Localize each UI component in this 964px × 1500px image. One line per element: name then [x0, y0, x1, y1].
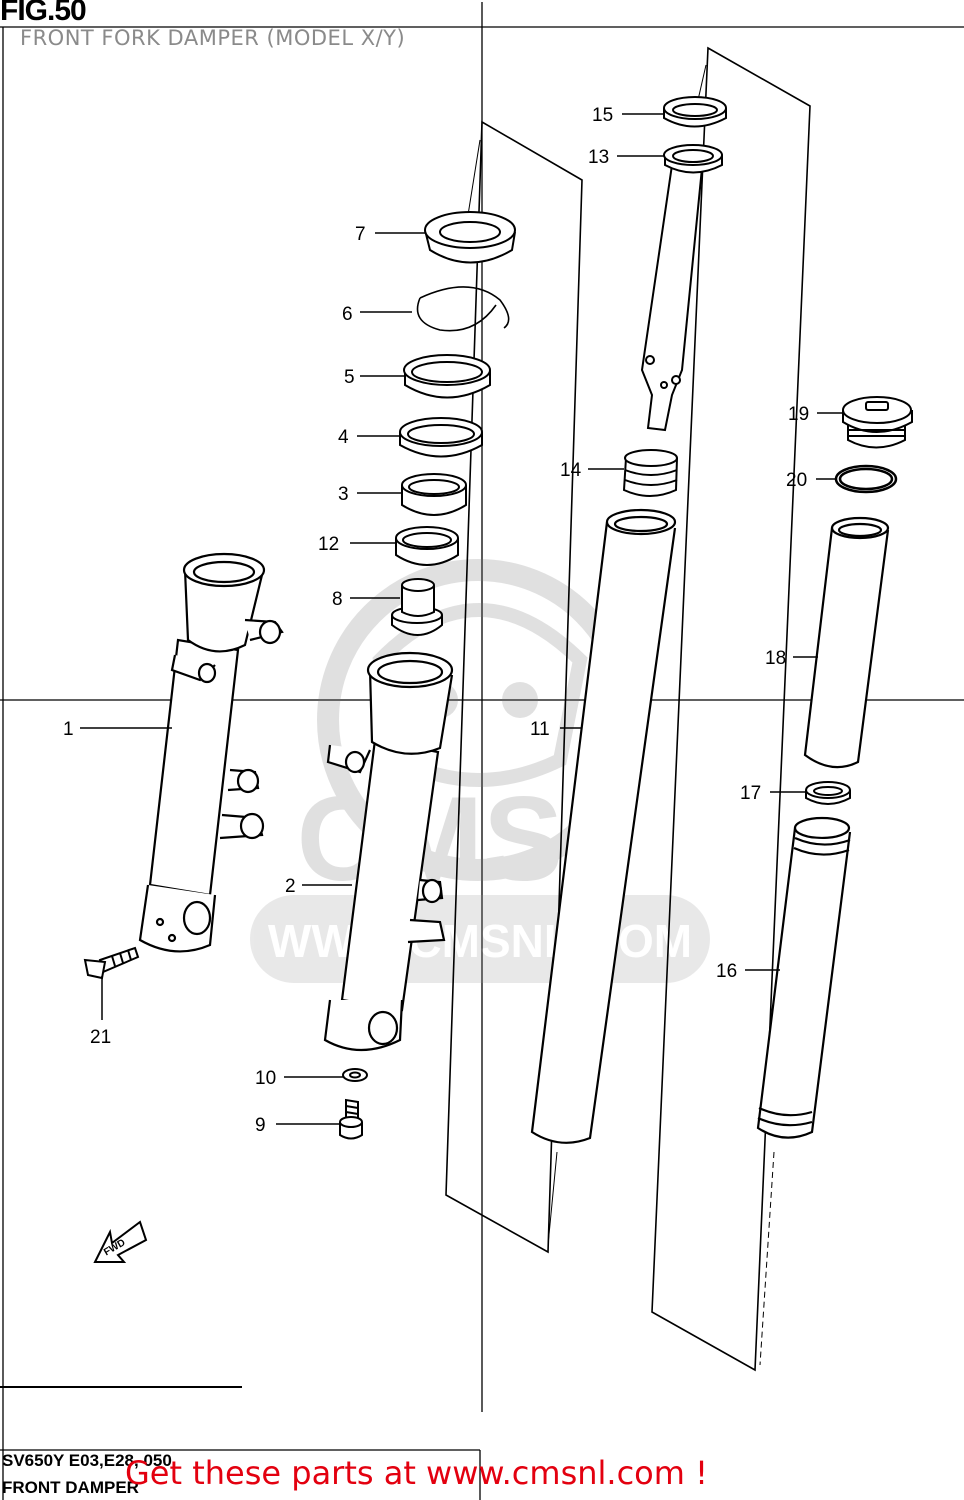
callout-4: 4 [338, 427, 349, 448]
callout-10: 10 [255, 1068, 276, 1089]
part-18-spacer [803, 516, 890, 769]
part-19-cap-bolt [842, 396, 913, 449]
part-13-damper-rod [640, 144, 723, 432]
diagram-code: SV650Y E03,E28, 050 [2, 1451, 172, 1470]
page-subtitle: FRONT FORK DAMPER (MODEL X/Y) [20, 26, 406, 50]
part-12-bushing [395, 526, 459, 566]
part-4-ring [399, 417, 483, 458]
callout-5: 5 [344, 367, 355, 388]
callout-20: 20 [786, 470, 807, 491]
part-15-ring [663, 96, 727, 128]
callout-17: 17 [740, 783, 761, 804]
callout-leader-lines [80, 113, 843, 1125]
part-14-spring [622, 449, 678, 497]
part-5-ring [403, 354, 491, 399]
forward-arrow-icon: FWD [93, 1220, 148, 1263]
promo-link[interactable]: Get these parts at www.cmsnl.com ! [125, 1454, 708, 1492]
part-2-outer-tube [323, 651, 454, 1052]
guide-lines [467, 64, 775, 1366]
figure-number: FIG.50 [0, 0, 87, 27]
part-17-washer [805, 781, 851, 805]
callout-6: 6 [342, 304, 353, 325]
part-6-clip [416, 286, 510, 332]
callout-9: 9 [255, 1115, 266, 1136]
assembly-frames [445, 46, 811, 1372]
callout-16: 16 [716, 961, 737, 982]
callout-11: 11 [530, 719, 550, 740]
callout-15: 15 [592, 105, 613, 126]
callout-14: 14 [560, 460, 582, 481]
callout-8: 8 [332, 589, 343, 610]
part-16-fork-spring [756, 816, 852, 1139]
callout-18: 18 [765, 648, 786, 669]
callout-12: 12 [318, 534, 339, 555]
part-8-oil-lock-piece [391, 578, 443, 636]
callout-2: 2 [285, 876, 296, 897]
part-9-bolt [339, 1098, 363, 1140]
part-1-outer-tube [138, 552, 284, 953]
callout-13: 13 [588, 147, 609, 168]
callout-21: 21 [90, 1027, 111, 1048]
part-3-bushing [401, 473, 467, 516]
part-20-o-ring [834, 464, 898, 494]
callout-19: 19 [788, 404, 809, 425]
part-10-gasket [342, 1068, 368, 1082]
watermark-url: WWW.CMSNL.COM [268, 915, 692, 967]
part-11-inner-tube [530, 508, 677, 1144]
diagram-name: FRONT DAMPER [2, 1478, 139, 1497]
callout-7: 7 [355, 224, 366, 245]
part-7-oil-seal [424, 211, 516, 264]
part-21-bolt [83, 946, 140, 980]
callout-1: 1 [63, 719, 74, 740]
callout-3: 3 [338, 484, 349, 505]
